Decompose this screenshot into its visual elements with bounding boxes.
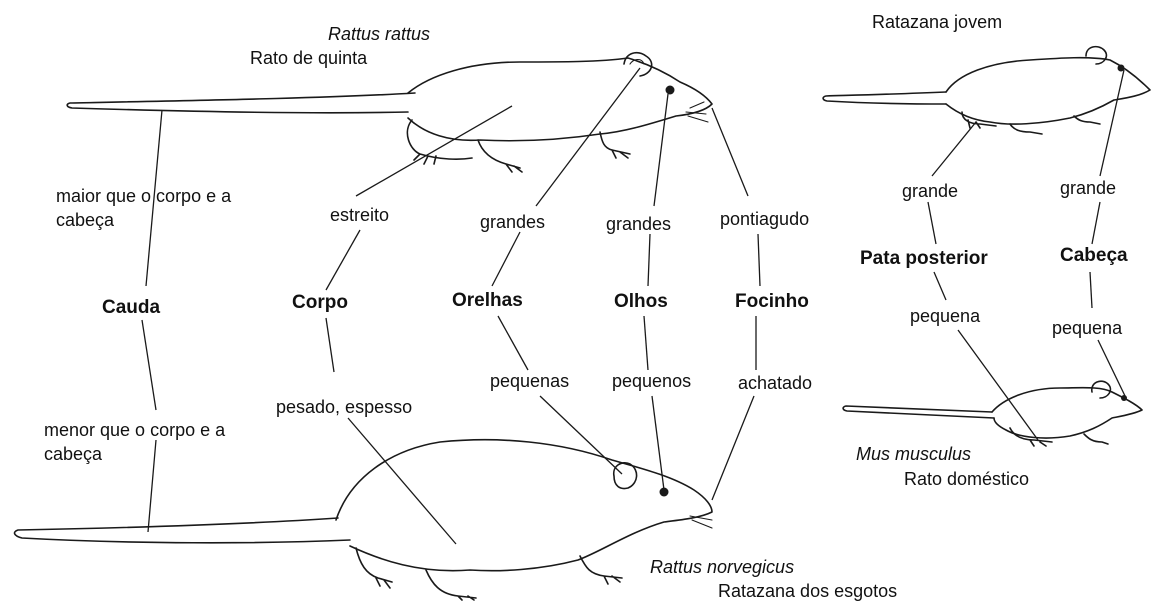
eyes-connector-bottom-a: [644, 316, 648, 370]
body-connector-top-a: [356, 106, 512, 196]
snout-bottom-descriptor: achatado: [738, 371, 812, 395]
mus-musculus-drawing: [843, 381, 1142, 446]
mus-musculus-eye-mark: [1121, 395, 1127, 401]
body-bottom-descriptor: pesado, espesso: [276, 395, 412, 419]
ears-heading: Orelhas: [452, 289, 523, 313]
rattus-rattus-body: [408, 58, 712, 141]
body-heading: Corpo: [292, 291, 348, 315]
young-rat-common-name: Ratazana jovem: [872, 10, 1002, 34]
mus-musculus-body: [992, 388, 1142, 438]
body-connector-bottom-a: [326, 318, 334, 372]
ears-connector-top-b: [492, 232, 520, 286]
mus-musculus-tail: [843, 406, 994, 418]
young-rat-ear: [1086, 47, 1106, 64]
rattus-rattus-eye-mark: [666, 86, 675, 95]
rattus-norvegicus-mid-leg: [426, 570, 476, 600]
hind-foot-heading: Pata posterior: [860, 247, 988, 271]
rattus-rattus-common-name: Rato de quinta: [250, 46, 367, 70]
tail-connector-bottom: [142, 320, 156, 410]
rattus-rattus-hind-leg: [407, 120, 472, 164]
mus-musculus-common-name: Rato doméstico: [904, 467, 1029, 491]
rattus-norvegicus-front-leg: [580, 556, 622, 584]
ears-top-descriptor: grandes: [480, 210, 545, 234]
ears-connector-bottom-b: [540, 396, 622, 474]
body-connector-top-b: [326, 230, 360, 290]
mus-musculus-scientific-name: Mus musculus: [856, 442, 971, 466]
rattus-rattus-tail: [67, 93, 415, 113]
snout-top-descriptor: pontiagudo: [720, 207, 809, 231]
hind-foot-connector-bottom-b: [958, 330, 1038, 440]
head-connector-bottom-a: [1090, 272, 1092, 308]
ears-connector-bottom-a: [498, 316, 528, 370]
rattus-rattus-front-leg: [600, 132, 630, 158]
head-heading: Cabeça: [1060, 244, 1128, 268]
young-rat-tail: [823, 92, 946, 104]
tail-bottom-descriptor: menor que o corpo e a cabeça: [44, 418, 264, 466]
rattus-norvegicus-common-name: Ratazana dos esgotos: [718, 579, 897, 603]
snout-connector-top-a: [712, 108, 748, 196]
head-connector-top-b: [1092, 202, 1100, 244]
rattus-rattus-scientific-name: Rattus rattus: [328, 22, 430, 46]
eyes-heading: Olhos: [614, 290, 668, 314]
hind-foot-top-descriptor: grande: [902, 179, 958, 203]
body-top-descriptor: estreito: [330, 203, 389, 227]
young-rat-drawing: [823, 47, 1150, 134]
eyes-connector-top-a: [654, 94, 668, 206]
tail-heading: Cauda: [102, 296, 160, 320]
body-connector-bottom-b: [348, 418, 456, 544]
eyes-bottom-descriptor: pequenos: [612, 369, 691, 393]
ears-bottom-descriptor: pequenas: [490, 369, 569, 393]
head-bottom-descriptor: pequena: [1052, 316, 1122, 340]
eyes-connector-bottom-b: [652, 396, 664, 490]
snout-heading: Focinho: [735, 290, 809, 314]
rattus-norvegicus-body: [336, 440, 712, 571]
hind-foot-connector-bottom-a: [934, 272, 946, 300]
ears-connector-top-a: [536, 68, 640, 206]
tail-top-descriptor: maior que o corpo e a cabeça: [56, 184, 286, 232]
hind-foot-connector-top-b: [928, 202, 936, 244]
eyes-connector-top-b: [648, 234, 650, 286]
rattus-norvegicus-hind-leg: [356, 548, 392, 588]
head-top-descriptor: grande: [1060, 176, 1116, 200]
rattus-rattus-mid-leg: [478, 140, 522, 172]
young-rat-front-leg: [1074, 116, 1100, 124]
young-rat-mid-leg: [1010, 124, 1042, 134]
rattus-norvegicus-scientific-name: Rattus norvegicus: [650, 555, 794, 579]
rattus-norvegicus-ear: [614, 463, 637, 489]
hind-foot-connector-top-a: [932, 122, 976, 176]
hind-foot-bottom-descriptor: pequena: [910, 304, 980, 328]
mus-musculus-front-leg: [1084, 434, 1108, 444]
rattus-norvegicus-tail: [15, 518, 350, 543]
eyes-top-descriptor: grandes: [606, 212, 671, 236]
rattus-rattus-drawing: [67, 53, 712, 172]
snout-connector-top-b: [758, 234, 760, 286]
snout-connector-bottom-b: [712, 396, 754, 500]
head-connector-top-a: [1100, 70, 1124, 176]
